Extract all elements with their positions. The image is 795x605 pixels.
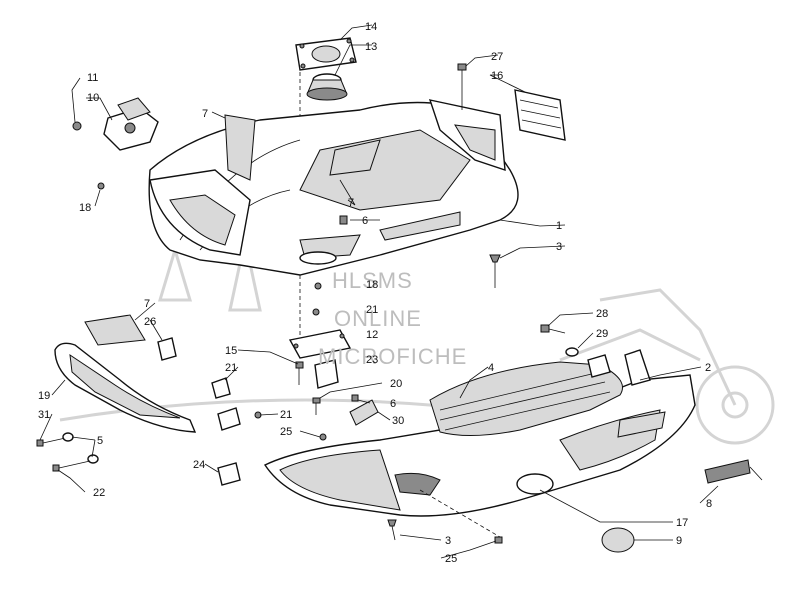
watermark-text: HLSMS ONLINE MICROFICHE bbox=[318, 268, 467, 369]
screw-part-20 bbox=[312, 397, 321, 415]
callout-28: 28 bbox=[596, 308, 608, 320]
callout-6-lower: 6 bbox=[390, 398, 396, 410]
fastener-part-18-left bbox=[97, 182, 105, 190]
callout-31: 31 bbox=[38, 409, 50, 421]
gasket-plate-part-14 bbox=[295, 37, 357, 71]
callout-27: 27 bbox=[491, 51, 503, 63]
callout-18-center: 18 bbox=[366, 279, 378, 291]
clip-part-24 bbox=[217, 462, 241, 486]
decal-part-7-lower-left bbox=[84, 314, 146, 346]
knob-part-21-lower bbox=[217, 407, 262, 431]
callout-20: 20 bbox=[390, 378, 402, 390]
callout-8: 8 bbox=[706, 498, 712, 510]
latch-part-26 bbox=[157, 337, 177, 361]
mesh-grille-part-4 bbox=[429, 361, 623, 437]
callout-2: 2 bbox=[705, 362, 711, 374]
cap-part-9 bbox=[601, 527, 635, 553]
callout-21-lower: 21 bbox=[280, 409, 292, 421]
mount-plate-part-12 bbox=[288, 329, 352, 359]
callout-1: 1 bbox=[556, 220, 562, 232]
callout-13: 13 bbox=[365, 41, 377, 53]
screw-part-11 bbox=[72, 121, 82, 131]
leader-lines bbox=[39, 24, 719, 559]
bracket-part-30 bbox=[349, 399, 379, 426]
callout-5: 5 bbox=[97, 435, 103, 447]
alignment-line-lower bbox=[419, 489, 501, 538]
clip-part-23 bbox=[314, 359, 339, 389]
callout-7-lower-left: 7 bbox=[144, 298, 150, 310]
callout-24: 24 bbox=[193, 459, 205, 471]
callout-25-upper: 25 bbox=[280, 426, 292, 438]
watermark-line-3: MICROFICHE bbox=[318, 344, 467, 369]
bolt-part-27 bbox=[457, 63, 467, 110]
callout-26: 26 bbox=[144, 316, 156, 328]
callout-11: 11 bbox=[87, 72, 98, 84]
screw-part-22 bbox=[52, 460, 91, 472]
right-rear-shroud bbox=[428, 99, 506, 172]
fasteners-part-18-21-center bbox=[312, 282, 322, 316]
callout-10: 10 bbox=[87, 92, 99, 104]
callout-21-center: 21 bbox=[366, 304, 378, 316]
callout-3-lower: 3 bbox=[445, 535, 451, 547]
callout-29: 29 bbox=[596, 328, 608, 340]
callout-9: 9 bbox=[676, 535, 682, 547]
callout-labels: 14 13 27 16 11 10 7 18 7 6 1 3 18 21 12 … bbox=[38, 21, 712, 565]
callout-16: 16 bbox=[491, 70, 503, 82]
callout-3-upper: 3 bbox=[556, 241, 562, 253]
callout-14: 14 bbox=[365, 21, 377, 33]
callout-7-upper-left: 7 bbox=[202, 108, 208, 120]
vent-louver-part-16 bbox=[514, 89, 566, 141]
callout-6-upper: 6 bbox=[362, 215, 368, 227]
boot-grommet-part-13 bbox=[306, 73, 348, 101]
hinge-mount-part-10 bbox=[103, 97, 159, 151]
bolt-part-28 bbox=[540, 324, 566, 334]
callout-21-left: 21 bbox=[225, 362, 237, 374]
callout-17: 17 bbox=[676, 517, 688, 529]
screw-part-25-lower bbox=[494, 536, 503, 544]
callout-23: 23 bbox=[366, 354, 378, 366]
watermark-line-1: HLSMS bbox=[332, 268, 413, 293]
callout-25-lower: 25 bbox=[445, 553, 457, 565]
bracket-part-8 bbox=[704, 459, 763, 484]
washer-part-5 bbox=[62, 432, 99, 464]
callout-15: 15 bbox=[225, 345, 237, 357]
bracket-upper-right bbox=[587, 349, 651, 386]
decal-part-7-upper-left bbox=[224, 114, 256, 181]
fastener-part-6-lower bbox=[351, 394, 359, 402]
callout-19: 19 bbox=[38, 390, 50, 402]
screw-part-25-upper bbox=[319, 433, 327, 441]
callout-30: 30 bbox=[392, 415, 404, 427]
callout-18-left: 18 bbox=[79, 202, 91, 214]
push-rivet-part-3-lower bbox=[387, 519, 397, 541]
fastener-part-6-upper bbox=[339, 215, 348, 225]
bolt-part-15 bbox=[295, 361, 304, 385]
callout-22: 22 bbox=[93, 487, 105, 499]
bumper-handle-part-19 bbox=[54, 342, 197, 433]
left-inner-shroud bbox=[149, 169, 251, 256]
washer-part-29 bbox=[565, 347, 579, 357]
push-rivet-part-3-upper bbox=[489, 254, 501, 288]
knob-part-21-left bbox=[211, 377, 231, 399]
watermark-line-2: ONLINE bbox=[334, 306, 422, 331]
callout-7-center: 7 bbox=[348, 197, 354, 209]
callout-4: 4 bbox=[488, 362, 494, 374]
callout-12: 12 bbox=[366, 329, 378, 341]
